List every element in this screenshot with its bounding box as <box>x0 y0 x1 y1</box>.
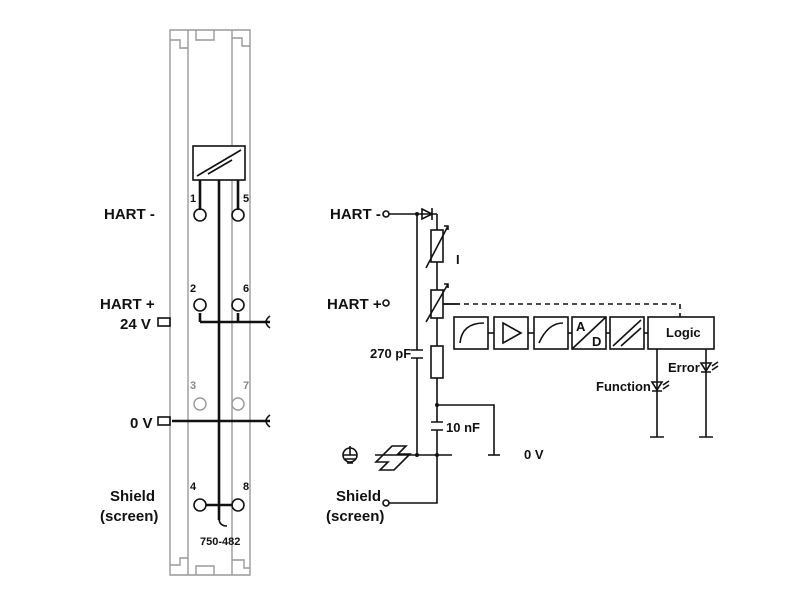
terminal-number-2: 2 <box>190 283 196 295</box>
adc-label-a: A <box>576 319 586 334</box>
module-label-24v: 24 V <box>120 316 151 333</box>
module-label-shield: Shield <box>110 488 155 505</box>
diode-symbol <box>421 207 434 221</box>
terminal-number-3: 3 <box>190 380 196 392</box>
contact-24v <box>157 317 171 327</box>
terminal-number-1: 1 <box>190 193 196 205</box>
terminal-6 <box>231 298 245 312</box>
terminal-8 <box>231 498 245 512</box>
function-led-label: Function <box>596 379 651 394</box>
error-led-label: Error <box>668 360 700 375</box>
module-label-screen: (screen) <box>100 508 158 525</box>
shield-terminal <box>382 499 390 507</box>
terminal-number-8: 8 <box>243 481 249 493</box>
adc-label-d: D <box>592 334 601 349</box>
converter-symbol <box>192 145 246 181</box>
terminal-number-5: 5 <box>243 193 249 205</box>
terminal-2 <box>193 298 207 312</box>
adc-block: A D <box>571 316 607 350</box>
terminal-4 <box>193 498 207 512</box>
module-label-hart-plus: HART + <box>100 296 155 313</box>
resistor-shunt <box>430 345 444 379</box>
terminal-7 <box>231 397 245 411</box>
terminal-number-7: 7 <box>243 380 249 392</box>
schematic-label-270pf: 270 pF <box>370 346 411 361</box>
hart-minus-terminal <box>382 210 390 218</box>
module-label-hart-minus: HART - <box>104 206 155 223</box>
rail-profile-top <box>170 30 250 49</box>
schematic-label-shield: Shield <box>336 488 381 505</box>
isolation-block <box>609 316 645 350</box>
contact-0v <box>157 416 171 426</box>
schematic-label-screen: (screen) <box>326 508 384 525</box>
rail-profile-bottom <box>170 557 250 575</box>
filter-block-2 <box>533 316 569 350</box>
capacitor-10nf <box>431 421 443 431</box>
function-led-icon <box>650 380 670 392</box>
terminal-3 <box>193 397 207 411</box>
terminal-1 <box>193 208 207 222</box>
current-symbol-label: I <box>456 252 460 267</box>
terminal-5 <box>231 208 245 222</box>
schematic-label-10nf: 10 nF <box>446 420 480 435</box>
circuit-schematic: HART - HART + 270 pF 10 nF 0 V Shield (s… <box>326 206 719 525</box>
filter-block-1 <box>453 316 489 350</box>
capacitor-270pf <box>411 349 423 359</box>
hart-plus-terminal <box>382 299 390 307</box>
terminal-number-4: 4 <box>190 481 197 493</box>
din-rail-icon <box>374 445 412 471</box>
logic-label: Logic <box>666 325 701 340</box>
schematic-label-hart-minus: HART - <box>330 206 381 223</box>
terminal-number-6: 6 <box>243 283 249 295</box>
schematic-label-0v: 0 V <box>524 447 544 462</box>
logic-block: Logic <box>647 316 715 350</box>
amplifier-block <box>493 316 529 350</box>
module-label-0v: 0 V <box>130 415 153 432</box>
terminal-module: 1 5 2 6 3 7 4 8 750-482 HART - HART + 24… <box>100 29 271 576</box>
part-number: 750-482 <box>200 536 240 548</box>
dashed-control-line <box>455 303 681 318</box>
earth-ground-icon <box>342 446 358 464</box>
error-led-icon <box>699 361 719 373</box>
module-housing <box>169 29 251 576</box>
schematic-label-hart-plus: HART + <box>327 296 382 313</box>
